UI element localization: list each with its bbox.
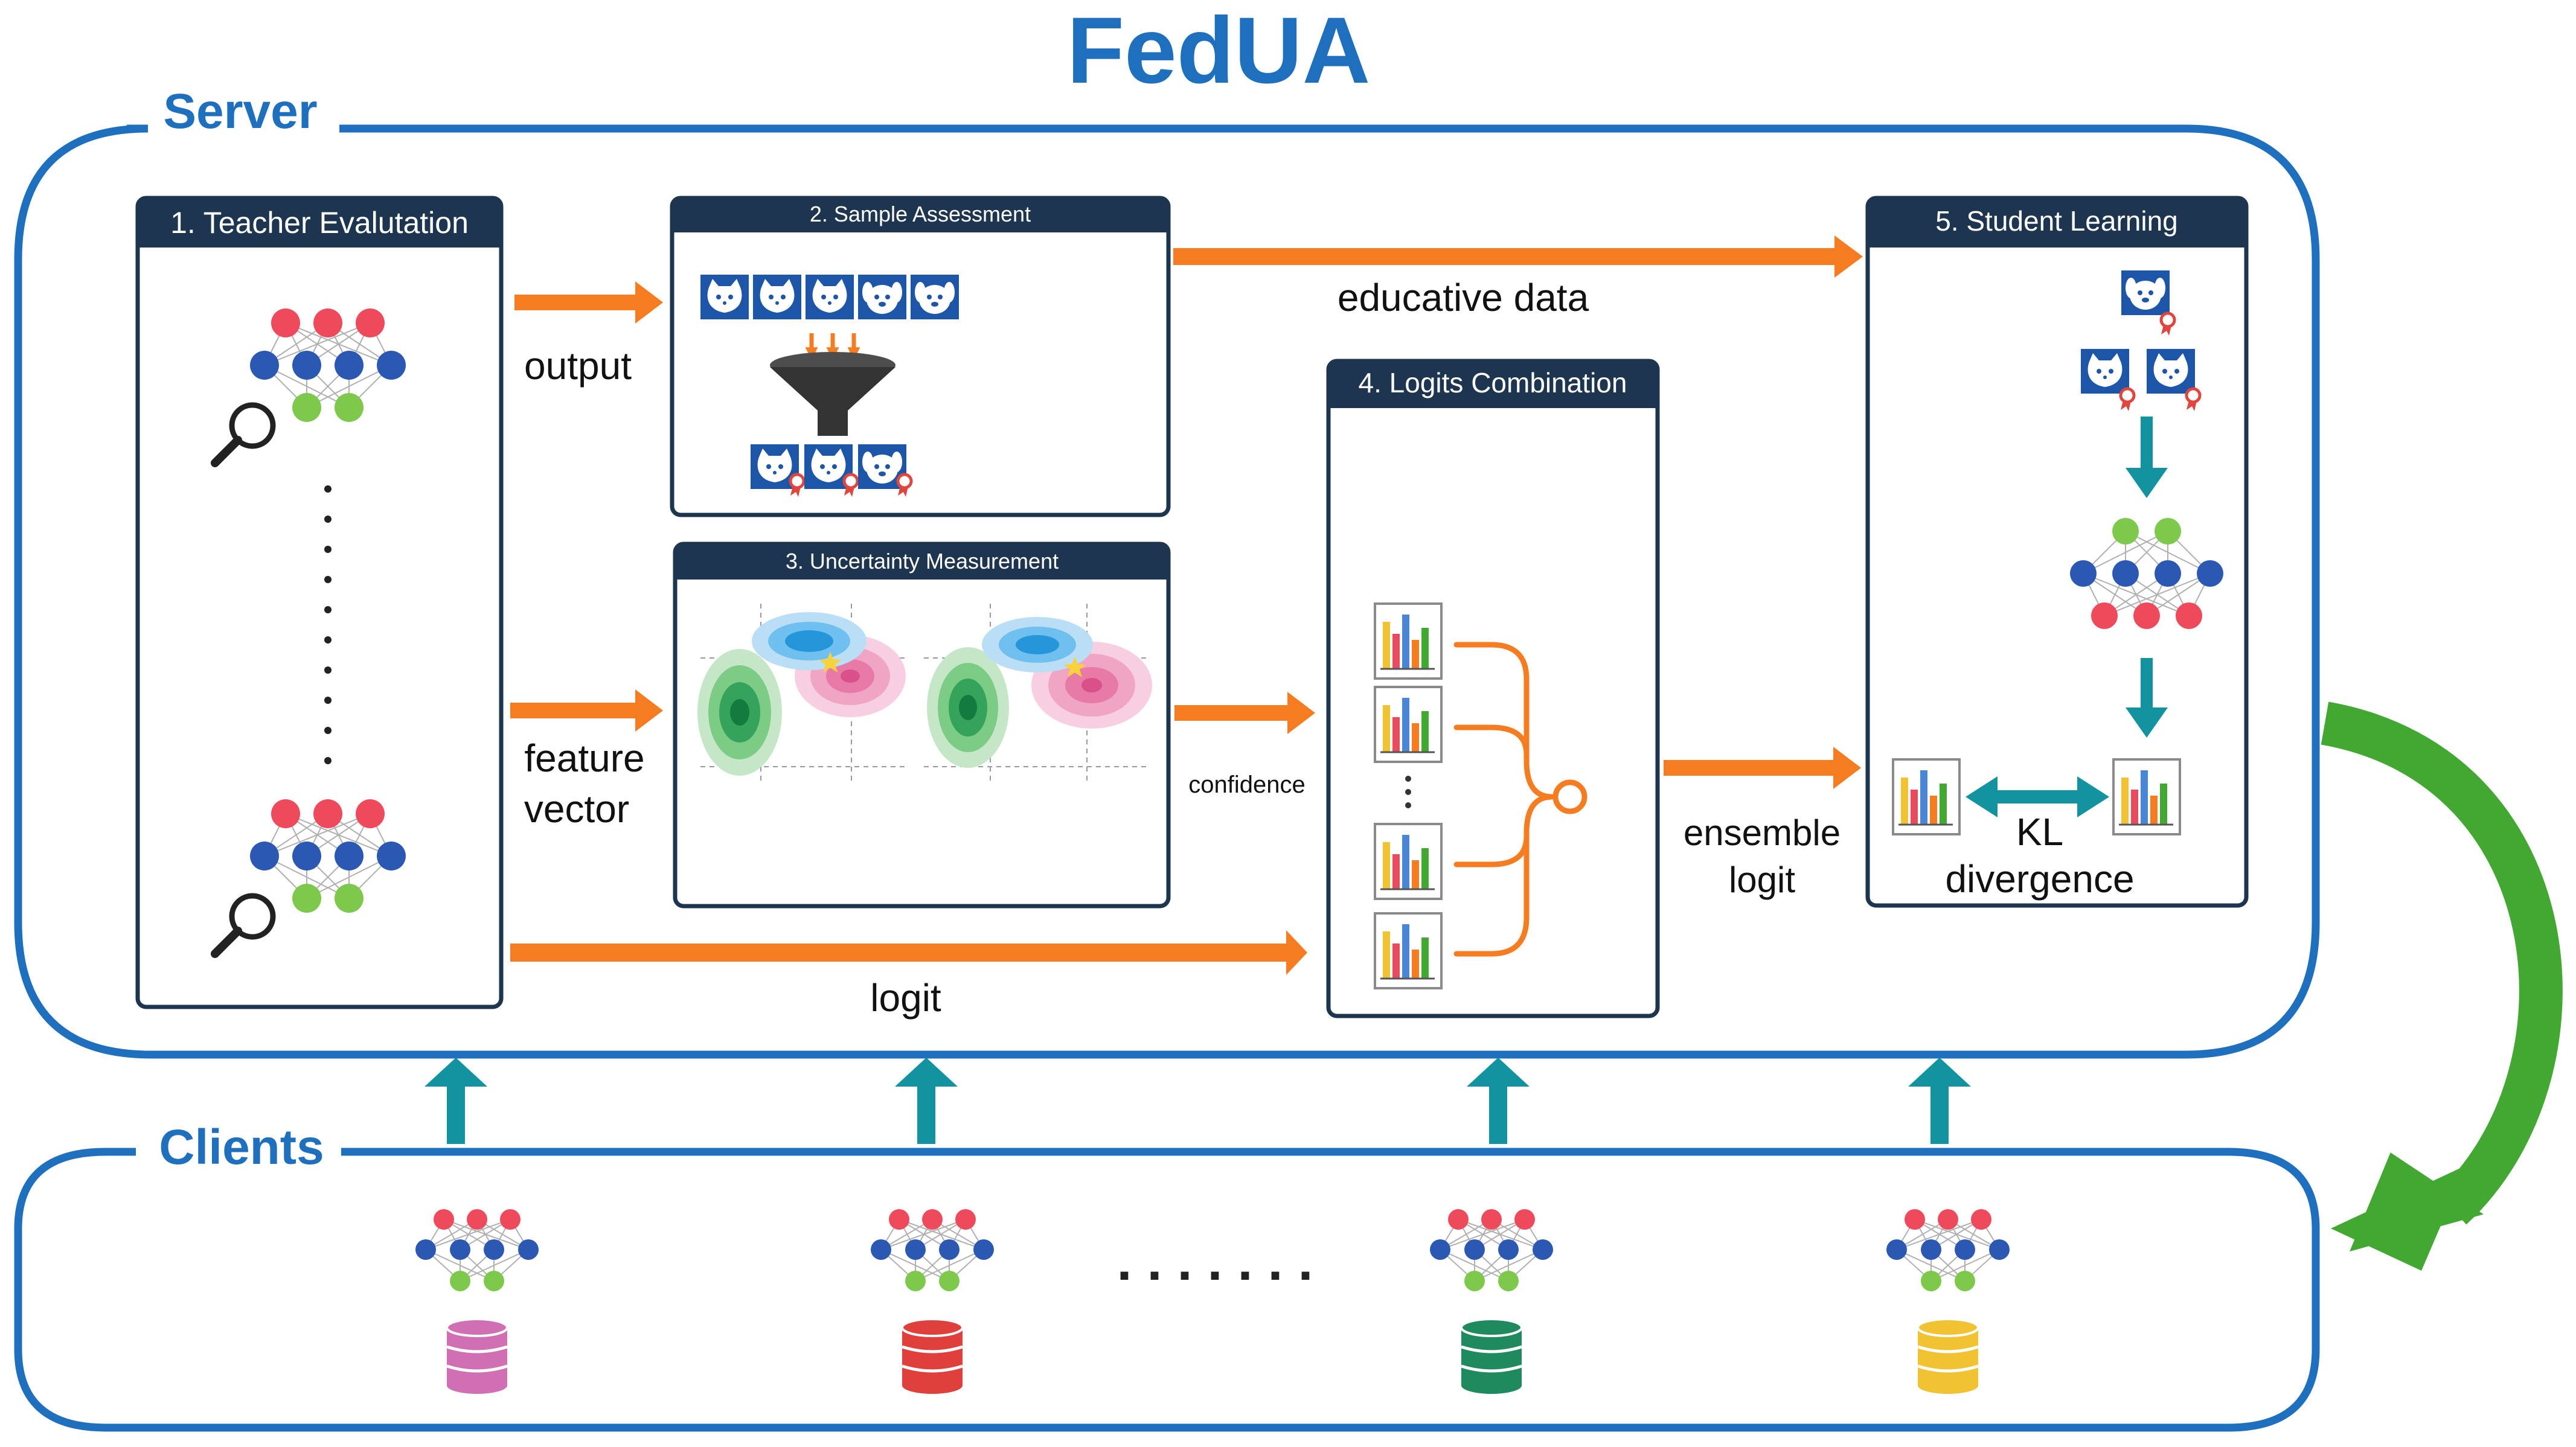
- upload-arrow-icon: [1467, 1058, 1530, 1144]
- client-network-icon: [1886, 1209, 2010, 1292]
- diagram-title: FedUA: [1067, 0, 1371, 103]
- database-icon: [1461, 1319, 1522, 1394]
- ellipsis-vertical-icon: [1405, 776, 1411, 808]
- module-sample-header: 2. Sample Assessment: [810, 202, 1031, 226]
- arrow-feature-vector: [510, 689, 663, 732]
- module-uncertainty-measurement: 3. Uncertainty Measurement: [673, 541, 1171, 909]
- logit-bar-chart-icon: [1374, 686, 1443, 763]
- cat-image-icon: [806, 275, 854, 319]
- dog-image-icon: [911, 275, 959, 319]
- dog-image-icon: [2121, 270, 2170, 315]
- label-divergence: divergence: [1945, 857, 2134, 901]
- label-output: output: [524, 344, 632, 388]
- module-uncertainty-header: 3. Uncertainty Measurement: [786, 549, 1059, 573]
- feature-distribution-plot-right: [924, 604, 1152, 785]
- label-logit: logit: [870, 976, 941, 1020]
- label-ensemble: ensemble: [1684, 813, 1841, 853]
- database-icon: [902, 1319, 963, 1394]
- module-sample-assessment: 2. Sample Assessment: [670, 196, 1171, 517]
- upload-arrow-icon: [425, 1058, 487, 1144]
- module-teacher-evaluation: 1. Teacher Evalutation: [135, 196, 504, 1009]
- arrow-educative-data: [1173, 235, 1863, 278]
- client-network-icon: [1429, 1209, 1554, 1292]
- client-2: [870, 1209, 995, 1394]
- logit-bar-chart-icon: [1374, 602, 1443, 680]
- dog-image-icon: [858, 275, 906, 319]
- ensemble-logit-chart-icon: [2112, 758, 2181, 835]
- module-student-header: 5. Student Learning: [1935, 205, 2178, 237]
- arrow-confidence: [1174, 692, 1315, 734]
- arrow-down-icon: [2126, 658, 2168, 738]
- label-feature: feature: [524, 736, 644, 780]
- module-student-learning: 5. Student Learning: [1865, 196, 2249, 908]
- label-educative-data: educative data: [1338, 276, 1589, 319]
- kl-double-arrow-icon: [1966, 776, 2109, 817]
- return-arrow-icon: [2321, 701, 2563, 1271]
- label-confidence: confidence: [1188, 771, 1305, 798]
- label-vector: vector: [524, 787, 629, 831]
- database-icon: [447, 1319, 507, 1394]
- module-teacher-header: 1. Teacher Evalutation: [170, 206, 469, 240]
- client-network-icon: [870, 1209, 995, 1292]
- logit-bar-chart-icon: [1374, 823, 1443, 900]
- upload-arrow-icon: [1908, 1058, 1971, 1144]
- arrow-output: [514, 281, 663, 324]
- student-logit-chart-icon: [1892, 758, 1961, 835]
- module-logits-combination: 4. Logits Combination: [1326, 359, 1660, 1018]
- filter-funnel-icon: [770, 333, 896, 436]
- label-kl: KL: [2016, 810, 2063, 854]
- upload-arrow-icon: [895, 1058, 958, 1144]
- arrow-down-icon: [2126, 417, 2168, 498]
- combine-brace-icon: [1453, 642, 1588, 957]
- clients-label: Clients: [159, 1120, 324, 1175]
- server-label: Server: [163, 84, 317, 139]
- clients-frame: [14, 1148, 2320, 1432]
- clients-ellipsis: . . . . . . .: [1117, 1231, 1313, 1292]
- database-icon: [1918, 1319, 1978, 1394]
- cat-image-icon: [700, 275, 749, 319]
- client-4: [1886, 1209, 2010, 1394]
- client-1: [415, 1209, 539, 1394]
- ellipsis-vertical-icon: [324, 485, 332, 764]
- label-ensemble-logit: logit: [1729, 860, 1795, 900]
- arrow-ensemble-logit: [1664, 747, 1861, 789]
- client-3: [1429, 1209, 1554, 1394]
- cat-image-icon: [2147, 349, 2195, 394]
- feature-distribution-plot-left: [697, 604, 906, 785]
- client-network-icon: [415, 1209, 539, 1292]
- cat-image-icon: [753, 275, 801, 319]
- module-logits-header: 4. Logits Combination: [1359, 367, 1627, 398]
- cat-image-icon: [2081, 349, 2129, 394]
- arrow-logit: [510, 930, 1307, 975]
- logit-bar-chart-icon: [1374, 912, 1443, 989]
- server-frame: [14, 124, 2320, 1059]
